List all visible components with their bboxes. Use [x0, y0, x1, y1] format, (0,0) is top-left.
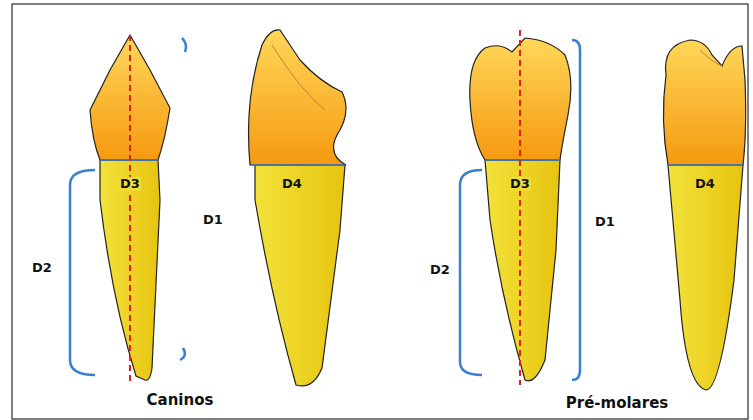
- dimension-bracket: [70, 38, 580, 380]
- dimension-label: D2: [429, 263, 451, 277]
- dimension-label: D3: [119, 177, 141, 191]
- dimension-label: D1: [594, 215, 616, 229]
- premolar-side: [663, 40, 745, 390]
- dimension-label: D4: [694, 177, 716, 191]
- dimension-label: D4: [281, 177, 303, 191]
- dimension-label: D3: [509, 177, 531, 191]
- frame: [12, 4, 748, 419]
- dimension-label: D2: [31, 261, 53, 275]
- dimension-label: D1: [202, 213, 224, 227]
- group-caption: Caninos: [146, 392, 215, 409]
- canine-side: [249, 30, 347, 386]
- canine-front: [90, 35, 170, 383]
- group-caption: Pré-molares: [565, 395, 670, 412]
- premolar-front: [470, 30, 571, 385]
